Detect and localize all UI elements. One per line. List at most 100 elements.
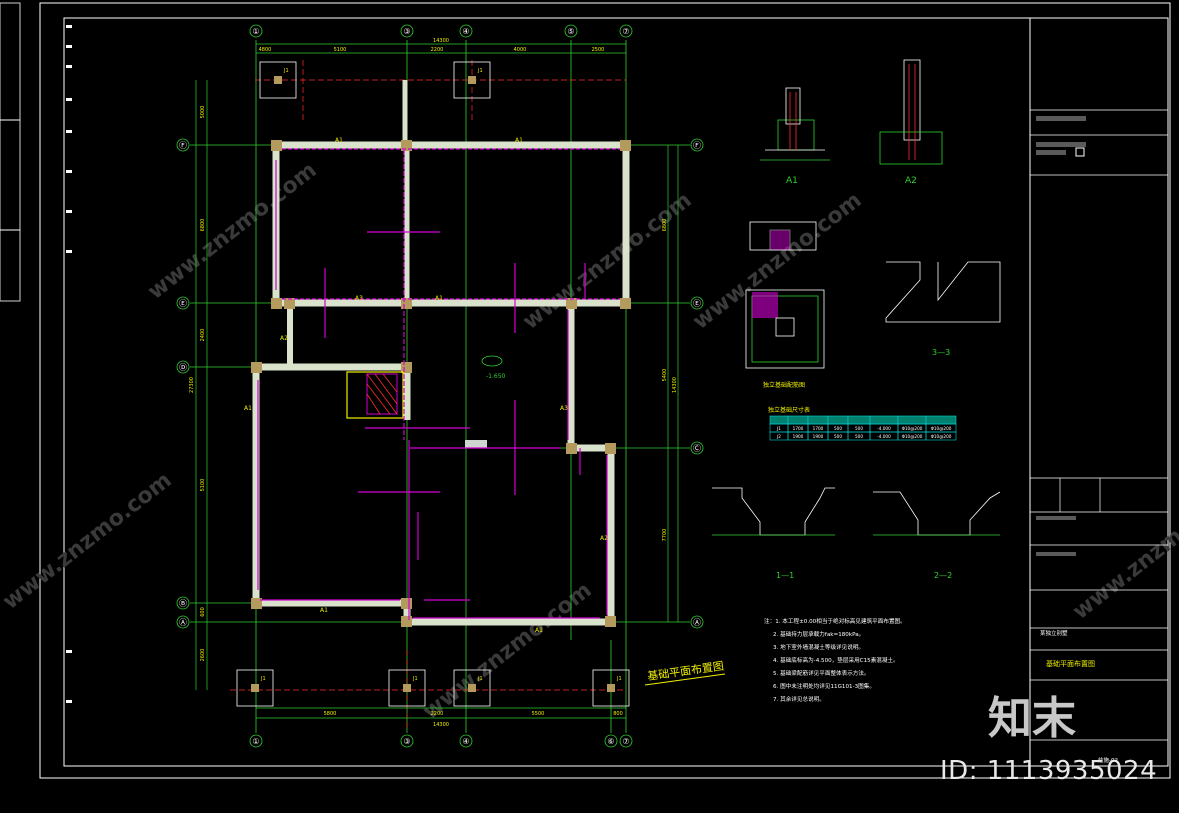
axis-label: Ⓔ [179, 299, 187, 308]
footing-label: J1 [477, 68, 483, 74]
note-line: 6. 图中未注明处均详见11G101-3图集。 [773, 682, 875, 690]
foundation-beams [257, 148, 620, 620]
dimension-value: 2400 [200, 329, 206, 342]
axis-label: ⑥ [607, 737, 614, 746]
footing-label: J1 [412, 676, 418, 682]
wall-lower-block [252, 303, 615, 626]
watermark: www.znzmo.com [518, 188, 696, 335]
dimension-value: 600 [200, 607, 206, 617]
watermark: www.znzmo.com [0, 468, 177, 615]
note-line: 3. 地下室外墙混凝土等级详见说明。 [773, 643, 864, 651]
axis-label: ⑤ [567, 27, 574, 36]
wall-label: A1 [535, 627, 543, 634]
brand-logo: 知末 [988, 693, 1076, 744]
drawing-frame [0, 2, 1171, 779]
table-cell: Φ10@200 [902, 434, 923, 439]
footing-label: J1 [260, 676, 266, 682]
axis-bubble: ① [249, 734, 263, 748]
axis-label: ③ [403, 737, 410, 746]
axis-label: Ⓒ [693, 444, 701, 453]
dimensions [195, 43, 679, 719]
axis-label: Ⓔ [693, 299, 701, 308]
axis-label: Ⓓ [179, 363, 187, 372]
table-cell: J2 [776, 434, 781, 439]
axis-bubble: Ⓓ [176, 360, 190, 374]
footing-j1: J1 [259, 61, 297, 99]
dimension-value: 5400 [662, 369, 668, 382]
axis-bubble: Ⓕ [690, 138, 704, 152]
axis-label: Ⓕ [693, 141, 701, 150]
axis-bubble: ① [249, 24, 263, 38]
inner-border [63, 17, 1169, 767]
left-margin-box [0, 2, 21, 302]
note-line: 注：1. 本工程±0.00相当于绝对标高见建筑平面布置图。 [764, 617, 906, 625]
dimension-value: 2600 [200, 649, 206, 662]
footing-j1: J1 [453, 61, 491, 99]
axis-label: ① [252, 737, 259, 746]
axis-bubble: Ⓔ [176, 296, 190, 310]
axis-label: ④ [462, 737, 469, 746]
axis-label: Ⓐ [179, 618, 187, 627]
axis-bubble: Ⓐ [690, 615, 704, 629]
axis-bubble: Ⓐ [176, 615, 190, 629]
axis-bubble: ⑦ [619, 734, 633, 748]
pad-footing-detail [745, 221, 825, 369]
footing-j1: J1 [592, 669, 630, 707]
image-id: ID: 1113935024 [940, 756, 1158, 786]
general-notes: 注：1. 本工程±0.00相当于绝对标高见建筑平面布置图。 2. 基础持力层承载力… [764, 617, 906, 703]
footing-label: J1 [477, 676, 483, 682]
note-line: 4. 基础底标高为-4.500，垫层采用C15素混凝土。 [773, 656, 899, 664]
axis-label: ⑦ [622, 737, 629, 746]
table-cell: 500 [834, 434, 842, 439]
wall-label: A1 [335, 137, 343, 144]
wall-label: A1 [244, 405, 252, 412]
wall-label: A3 [560, 405, 568, 412]
table-cell: -4.000 [877, 426, 891, 431]
elevation-marker: -1.650 [481, 355, 506, 380]
wall-label: A1 [515, 137, 523, 144]
dimension-value: 2500 [592, 47, 605, 53]
dimension-value: 14300 [672, 377, 678, 393]
dimension-value: 2200 [431, 47, 444, 53]
section-title: 1—1 [776, 571, 794, 580]
title-block [1030, 109, 1168, 741]
section-a2 [879, 59, 943, 165]
section-2-2 [873, 491, 1001, 536]
dimension-value: 5800 [324, 711, 337, 717]
axis-bubble: ④ [459, 734, 473, 748]
wall-label: A2 [280, 335, 288, 342]
table-cell: Φ10@200 [931, 434, 952, 439]
axis-label: ⑦ [622, 27, 629, 36]
dimension-value: 14300 [433, 38, 449, 44]
table-cell: Φ10@200 [931, 426, 952, 431]
dimension-value: 6800 [662, 219, 668, 232]
wall-labels: A1 A1 A1 A3 A1 A1 A1 A2 A3 A2 [244, 137, 608, 634]
dimension-value: 7700 [662, 529, 668, 542]
table-cell: 500 [855, 426, 863, 431]
dimension-value: 5100 [334, 47, 347, 53]
pad-caption: 独立基础配筋图 [763, 381, 805, 389]
section-title: 2—2 [934, 571, 952, 580]
wall-label: A1 [435, 295, 443, 302]
dimension-value: 4000 [514, 47, 527, 53]
axis-bubble: ⑥ [604, 734, 618, 748]
footing-label: J1 [283, 68, 289, 74]
dimension-value: 6800 [200, 219, 206, 232]
axis-label: Ⓕ [179, 141, 187, 150]
dimension-value: 14300 [433, 722, 449, 728]
note-line: 2. 基础持力层承载力fak=180kPa。 [773, 630, 864, 638]
section-title: A1 [786, 176, 798, 186]
section-title: A2 [905, 176, 917, 186]
axis-bubble: ③ [400, 24, 414, 38]
axis-bubble: Ⓑ [176, 596, 190, 610]
title-block-text: 某独立别墅 基础平面布置图 结施-02 [1036, 116, 1118, 764]
footing-j1: J1 [453, 669, 491, 707]
axis-label: Ⓐ [693, 618, 701, 627]
section-title: 3—3 [932, 348, 950, 357]
table-cell: Φ10@200 [902, 426, 923, 431]
dimension-value: 4800 [259, 47, 272, 53]
